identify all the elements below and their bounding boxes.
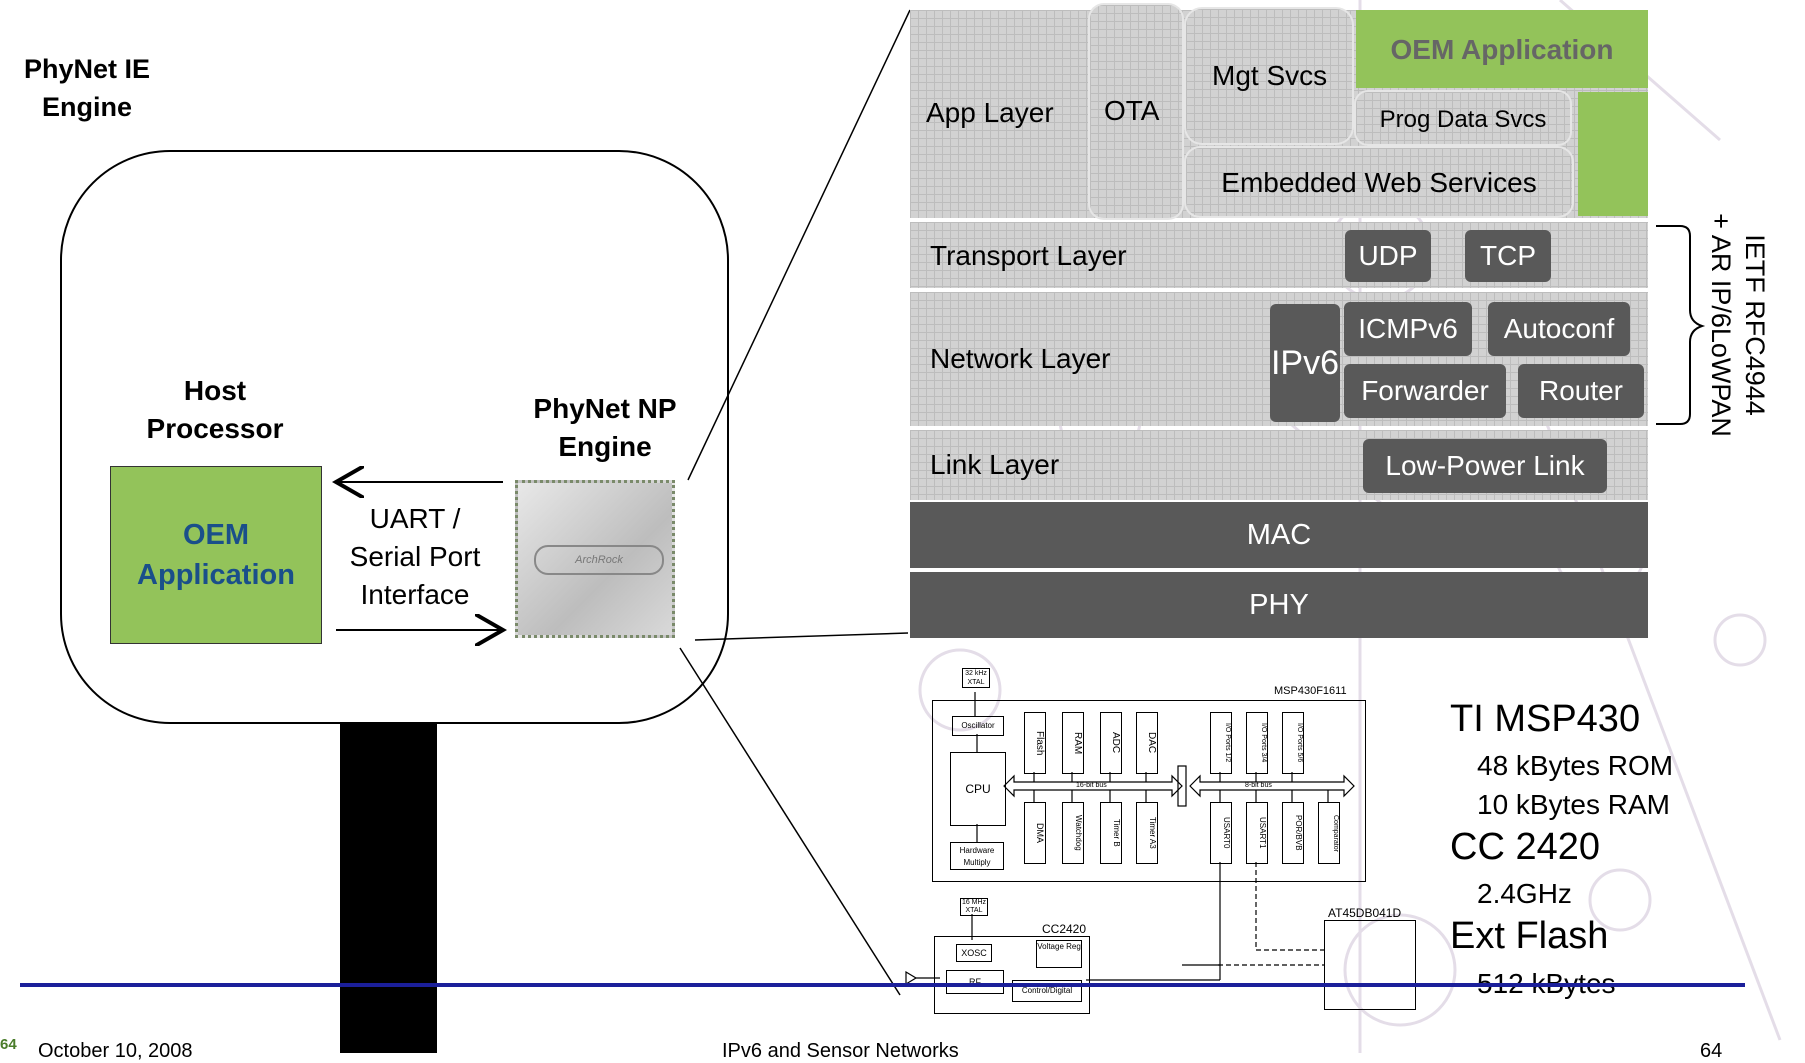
engine-title-line2: Engine xyxy=(41,92,132,122)
app-layer-label: App Layer xyxy=(926,97,1054,128)
block-ram: RAM xyxy=(1062,712,1084,774)
spec-ghz: 2.4GHz xyxy=(1477,878,1572,909)
network-layer-label: Network Layer xyxy=(930,343,1111,374)
bus16-label: 16-bit bus xyxy=(1076,782,1107,789)
msp430-block xyxy=(932,700,1366,882)
embedded-web-label: Embedded Web Services xyxy=(1221,167,1537,198)
mgt-svcs-box xyxy=(1186,9,1352,143)
footer-page-right: 64 xyxy=(1700,1040,1723,1062)
chip-logo: ArchRock xyxy=(534,545,664,575)
at45db-block xyxy=(1324,920,1416,1010)
cpu-box: CPU xyxy=(950,752,1006,826)
ota-box xyxy=(1090,5,1182,218)
por-bvb: POR/BVB xyxy=(1282,802,1304,864)
oem-application-stack-label: OEM Application xyxy=(1390,34,1614,65)
embedded-web-box xyxy=(1186,148,1572,216)
spec-ti: TI MSP430 xyxy=(1450,698,1641,740)
uart-line2: Serial Port xyxy=(349,541,481,572)
port-3-4: I/O Ports 3/4 xyxy=(1246,712,1268,774)
prog-data-svcs-box xyxy=(1356,92,1570,144)
block-adc: ADC xyxy=(1100,712,1122,774)
oscillator-box: Oscillator xyxy=(952,716,1004,736)
engine-post xyxy=(340,724,437,1053)
engine-title-line1: PhyNet IE xyxy=(23,54,151,84)
spec-cc: CC 2420 xyxy=(1450,826,1600,868)
comparator: Comparator xyxy=(1318,802,1340,864)
control-digital-box: Control/Digital xyxy=(1012,980,1082,1002)
block-timer-b: Timer B xyxy=(1100,802,1122,864)
usart0: USART0 xyxy=(1210,802,1232,864)
uart-line3: Interface xyxy=(360,579,470,610)
np-label-line1: PhyNet NP xyxy=(533,393,677,424)
low-power-link-box: Low-Power Link xyxy=(1363,439,1607,493)
ipv6-box: IPv6 xyxy=(1270,304,1340,422)
footer-line xyxy=(20,983,1745,987)
oem-box-line2: Application xyxy=(137,559,295,591)
host-processor-label: Host Processor xyxy=(120,372,310,448)
rf-box: RF xyxy=(946,970,1004,994)
np-chip-image: ArchRock xyxy=(515,480,675,638)
hw-multiply-box: Hardware Multiply xyxy=(950,842,1004,870)
mgt-svcs-label: Mgt Svcs xyxy=(1212,60,1328,91)
tcp-box: TCP xyxy=(1465,230,1551,282)
at45db-title: AT45DB041D xyxy=(1328,906,1402,920)
udp-box: UDP xyxy=(1345,230,1431,282)
spec-rom: 48 kBytes ROM xyxy=(1477,750,1674,781)
link-layer-label: Link Layer xyxy=(930,449,1060,480)
footer-title: IPv6 and Sensor Networks xyxy=(722,1040,959,1062)
spec-ram: 10 kBytes RAM xyxy=(1477,789,1670,820)
uart-line1: UART / xyxy=(369,503,461,534)
port-1-2: I/O Ports 1/2 xyxy=(1210,712,1232,774)
phy-box: PHY xyxy=(910,572,1648,638)
transport-layer-label: Transport Layer xyxy=(930,240,1127,271)
voltage-reg-box: Voltage Reg xyxy=(1036,940,1082,968)
host-label-line2: Processor xyxy=(146,413,284,444)
crystal-16mhz: 16 MHz XTAL xyxy=(960,898,988,916)
crystal-32khz: 32 kHz XTAL xyxy=(962,668,990,688)
port-5-6: I/O Ports 5/6 xyxy=(1282,712,1304,774)
oem-application-stack-box xyxy=(1356,10,1648,88)
footer-page-left: 64 xyxy=(0,1036,17,1053)
router-box: Router xyxy=(1518,364,1644,418)
host-label-line1: Host xyxy=(183,375,247,406)
uart-label: UART / Serial Port Interface xyxy=(330,500,500,614)
cc2420-title: CC2420 xyxy=(1042,922,1087,936)
engine-title: PhyNet IE Engine xyxy=(12,50,162,126)
np-label-line2: Engine xyxy=(558,431,652,462)
msp430-title: MSP430F1611 xyxy=(1274,685,1347,697)
block-watchdog: Watchdog xyxy=(1062,802,1084,864)
oem-application-box: OEM Application xyxy=(110,466,322,644)
spec-ext: Ext Flash xyxy=(1450,915,1609,957)
mac-box: MAC xyxy=(910,502,1648,568)
forwarder-box: Forwarder xyxy=(1344,364,1506,418)
block-timer-a3: Timer A3 xyxy=(1136,802,1158,864)
xosc-box: XOSC xyxy=(956,944,992,962)
ota-label: OTA xyxy=(1104,95,1160,126)
block-flash: Flash xyxy=(1024,712,1046,774)
autoconf-box: Autoconf xyxy=(1488,302,1630,356)
np-engine-label: PhyNet NP Engine xyxy=(505,390,705,466)
block-dma: DMA xyxy=(1024,802,1046,864)
prog-data-svcs-label: Prog Data Svcs xyxy=(1379,106,1547,133)
cc2420-block xyxy=(934,936,1090,1014)
footer-date: October 10, 2008 xyxy=(38,1040,193,1062)
oem-application-stack-box-tail xyxy=(1578,92,1648,216)
oem-box-line1: OEM xyxy=(182,519,250,551)
usart1: USART1 xyxy=(1246,802,1268,864)
bus8-label: 8-bit bus xyxy=(1245,782,1272,789)
block-dac: DAC xyxy=(1136,712,1158,774)
icmpv6-box: ICMPv6 xyxy=(1344,302,1472,356)
